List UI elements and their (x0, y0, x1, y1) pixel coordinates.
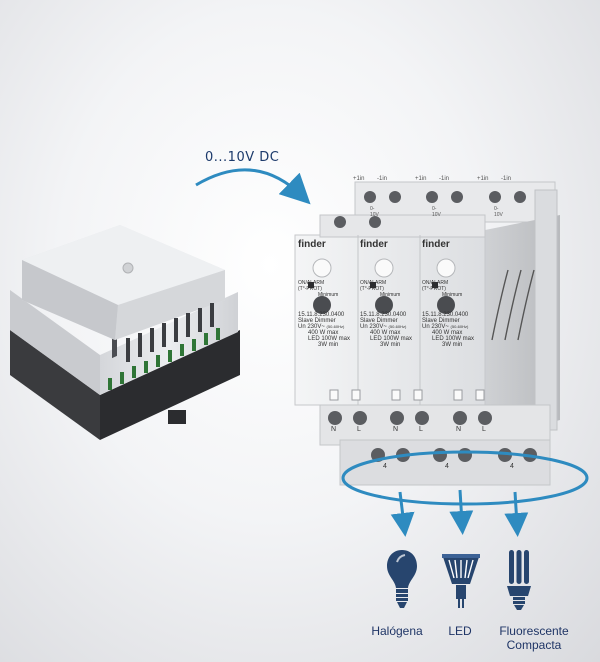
module-2-voltage: Un 230V~ (360, 324, 387, 330)
module-1-label: finder ON/ALARM (T°-PROT) Minimum 15.11.… (298, 239, 356, 348)
module-3-status: ON/ALARM (422, 280, 449, 286)
module-1-top-term-left: +1in (353, 176, 365, 182)
module-2-freq: (50-60Hz) (388, 324, 407, 329)
module-1-rating3: 3W min (318, 342, 339, 348)
output-arrows (390, 489, 529, 537)
module-1-rating1: 400 W max (308, 330, 339, 336)
module-3-rating3: 3W min (442, 342, 463, 348)
module-2-status: ON/ALARM (360, 280, 387, 286)
module-3-voltage-line: Un 230V~ (50-60Hz) (422, 324, 480, 330)
module-2-minimum: Minimum (380, 292, 401, 298)
module-3-bottom-term-right: L (482, 426, 486, 433)
compact-fluorescent-icon (507, 550, 531, 610)
master-controller (10, 225, 240, 440)
module-1-minimum: Minimum (318, 292, 339, 298)
module-1-bottom-term-left: N (331, 426, 337, 433)
module-1-code: 15.11.8.230.0400 (298, 312, 345, 318)
led-spot-icon (442, 554, 480, 608)
module-3-top-term-right: -1in (501, 176, 512, 182)
module-2-label: finder ON/ALARM (T°-PROT) Minimum 15.11.… (360, 239, 418, 348)
output-highlight-ellipse (341, 450, 589, 506)
module-1-brand: finder (298, 239, 326, 250)
slave-dimmer-stack (294, 181, 560, 486)
module-3-label: finder ON/ALARM (T°-PROT) Minimum 15.11.… (422, 239, 480, 348)
module-2-type: Slave Dimmer (360, 318, 398, 324)
module-3-rating1: 400 W max (432, 330, 463, 336)
module-1-prot: (T°-PROT) (298, 286, 322, 292)
back-label-3: 0-10V (494, 206, 503, 218)
module-2-top-term-left: +1in (415, 176, 427, 182)
module-2-top-term-right: -1in (439, 176, 450, 182)
module-1-status: ON/ALARM (298, 280, 325, 286)
module-2-rating2: LED 100W max (370, 336, 413, 342)
back-label-2: 0-10V (432, 206, 441, 218)
module-3-minimum: Minimum (442, 292, 463, 298)
module-3-voltage: Un 230V~ (422, 324, 449, 330)
module-2-bottom-term-right: L (419, 426, 423, 433)
caption-halogena: Halógena (371, 624, 423, 638)
module-1-type: Slave Dimmer (298, 318, 336, 324)
caption-led: LED (448, 624, 472, 638)
output-terminal-1: 4 (383, 463, 387, 470)
module-3-code: 15.11.8.230.0400 (422, 312, 469, 318)
module-3-freq: (50-60Hz) (450, 324, 469, 329)
module-3-top-term-left: +1in (477, 176, 489, 182)
halogen-bulb-icon (387, 550, 417, 608)
module-3-brand: finder (422, 239, 450, 250)
output-terminal-2: 4 (445, 463, 449, 470)
module-2-brand: finder (360, 239, 388, 250)
module-1-freq: (50-60Hz) (326, 324, 345, 329)
module-2-rating3: 3W min (380, 342, 401, 348)
module-3-prot: (T°-PROT) (422, 286, 446, 292)
module-2-bottom-term-left: N (393, 426, 399, 433)
caption-fluorescente-compacta: Fluorescente Compacta (499, 624, 569, 652)
module-1-top-term-right: -1in (377, 176, 388, 182)
module-1-voltage-line: Un 230V~ (50-60Hz) (298, 324, 356, 330)
back-label-1: 0-10V (370, 206, 379, 218)
module-2-voltage-line: Un 230V~ (50-60Hz) (360, 324, 418, 330)
module-3-rating2: LED 100W max (432, 336, 475, 342)
module-3-type: Slave Dimmer (422, 318, 460, 324)
module-1-rating2: LED 100W max (308, 336, 351, 342)
module-2-code: 15.11.8.230.0400 (360, 312, 407, 318)
module-2-rating1: 400 W max (370, 330, 401, 336)
module-1-bottom-term-right: L (357, 426, 361, 433)
signal-arrow (195, 168, 311, 205)
module-2-prot: (T°-PROT) (360, 286, 384, 292)
output-terminal-3: 4 (510, 463, 514, 470)
module-3-bottom-term-left: N (456, 426, 462, 433)
signal-label: 0...10V DC (205, 150, 280, 165)
module-1-voltage: Un 230V~ (298, 324, 325, 330)
